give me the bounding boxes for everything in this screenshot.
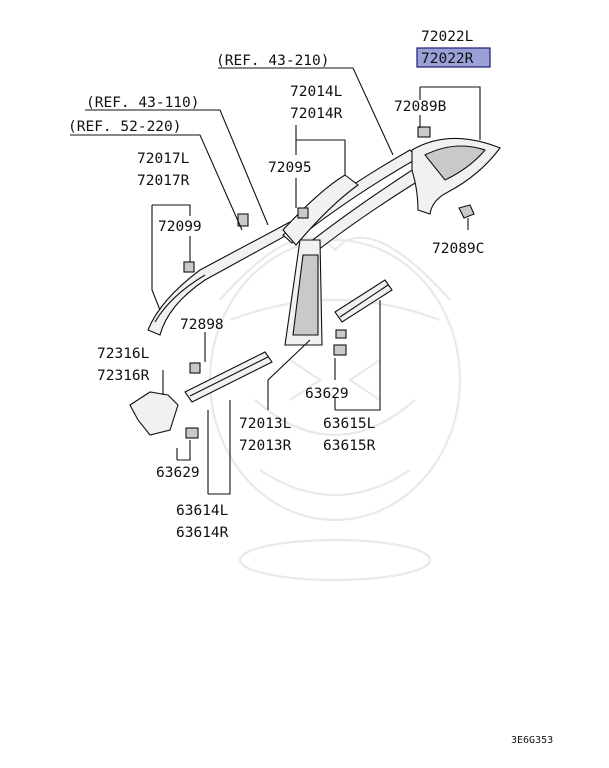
- label-ref-43-210: (REF. 43-210): [216, 53, 330, 69]
- label-72022L: 72022L: [421, 29, 474, 45]
- label-63629-right: 63629: [305, 386, 349, 402]
- label-63615L: 63615L: [323, 416, 376, 432]
- label-63614L: 63614L: [176, 503, 229, 519]
- clip-icons: [183, 126, 475, 439]
- label-72022R: 72022R: [421, 51, 474, 67]
- label-63629-left: 63629: [156, 465, 200, 481]
- label-72013R: 72013R: [239, 438, 292, 454]
- watermark-emblem: [208, 236, 462, 582]
- cowl-side-trim: [129, 391, 179, 436]
- label-63614R: 63614R: [176, 525, 229, 541]
- leader-lines: [70, 67, 481, 495]
- rear-scuff-plate: [334, 279, 393, 323]
- label-72089B: 72089B: [394, 99, 447, 115]
- label-72095: 72095: [268, 160, 312, 176]
- label-72099: 72099: [158, 219, 202, 235]
- label-ref-43-110: (REF. 43-110): [86, 95, 200, 111]
- highlight-box: [416, 47, 491, 68]
- label-ref-52-220: (REF. 52-220): [68, 119, 182, 135]
- label-72013L: 72013L: [239, 416, 292, 432]
- center-pillar-lower: [284, 239, 323, 346]
- label-72316L: 72316L: [97, 346, 150, 362]
- label-72898: 72898: [180, 317, 224, 333]
- label-63615R: 63615R: [323, 438, 376, 454]
- label-72014L: 72014L: [290, 84, 343, 100]
- front-scuff-plate: [184, 351, 273, 403]
- label-72017R: 72017R: [137, 173, 190, 189]
- quarter-trim-72022: [411, 137, 501, 215]
- label-72014R: 72014R: [290, 106, 343, 122]
- center-pillar-upper: [282, 174, 359, 246]
- label-72089C: 72089C: [432, 241, 484, 257]
- diagram-code: 3E6G353: [511, 735, 553, 746]
- label-72316R: 72316R: [97, 368, 150, 384]
- label-72017L: 72017L: [137, 151, 190, 167]
